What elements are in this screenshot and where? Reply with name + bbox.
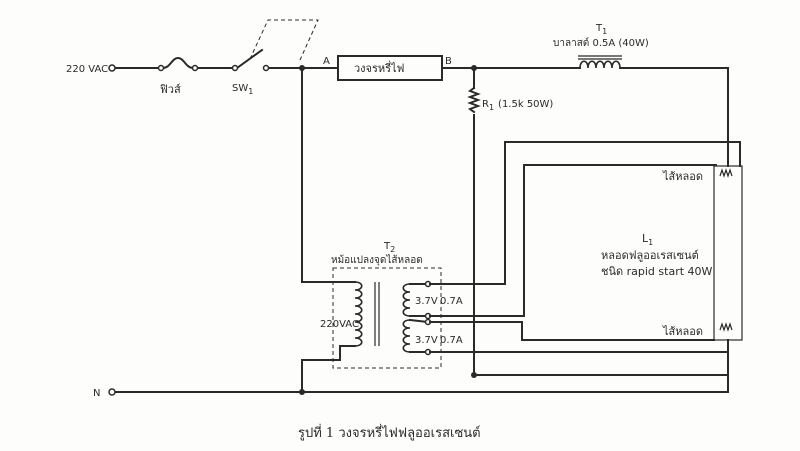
label-neutral: N (93, 388, 100, 399)
neutral-terminal (108, 388, 116, 396)
fuse-terminal-left (157, 64, 165, 72)
filament-top-symbol (719, 168, 733, 178)
label-fuse: ฟิวส์ (160, 83, 181, 96)
transformer-outline (332, 267, 442, 369)
label-resistor: R1(1.5k 50W) (482, 99, 553, 112)
label-sec1-current: 0.7A (440, 296, 463, 307)
label-lamp-type: ชนิด rapid start 40W (601, 265, 713, 278)
label-ballast-ref: T1 (595, 23, 607, 36)
switch-terminal-right (262, 64, 270, 72)
ballast-coil (579, 60, 621, 69)
label-transformer-name: หม้อแปลงจุดไส้หลอด (331, 254, 423, 266)
lamp-tube (713, 165, 743, 341)
label-filament-top: ไส้หลอด (662, 170, 703, 183)
switch-terminal-left (231, 64, 239, 72)
junction-r1-bottom (471, 372, 477, 378)
figure-caption: รูปที่ 1 วงจรหรี่ไฟฟลูออเรสเซนต์ (298, 424, 481, 441)
label-sec2-voltage: 3.7V (415, 335, 438, 346)
fuse-terminal-right (191, 64, 199, 72)
secondary-coil-2 (402, 319, 411, 353)
secondary-coil-1 (402, 283, 411, 317)
label-circuit-box: วงจรหรี่ไฟ (354, 60, 404, 75)
primary-coil (354, 281, 363, 347)
label-sec1-voltage: 3.7V (415, 296, 438, 307)
input-terminal (108, 64, 116, 72)
label-node-a: A (323, 56, 330, 67)
label-transformer-ref: T2 (383, 241, 395, 254)
switch-linkage (249, 19, 319, 61)
filament-bottom-symbol (719, 322, 733, 332)
label-sec2-current: 0.7A (440, 335, 463, 346)
label-ballast: บาลาสต์ 0.5A (40W) (553, 37, 649, 49)
fuse-symbol (161, 56, 195, 70)
label-switch: SW1 (232, 83, 253, 96)
label-filament-bottom: ไส้หลอด (662, 325, 703, 338)
label-node-b: B (445, 56, 452, 67)
switch-blade (235, 48, 264, 70)
label-lamp-name: หลอดฟลูออเรสเซนต์ (601, 249, 699, 262)
label-input-voltage: 220 VAC (66, 64, 108, 75)
label-primary-voltage: 220VAC (320, 319, 359, 330)
label-lamp-ref: L1 (642, 232, 653, 247)
resistor-r1 (467, 86, 481, 114)
junction-neutral-left (299, 389, 305, 395)
